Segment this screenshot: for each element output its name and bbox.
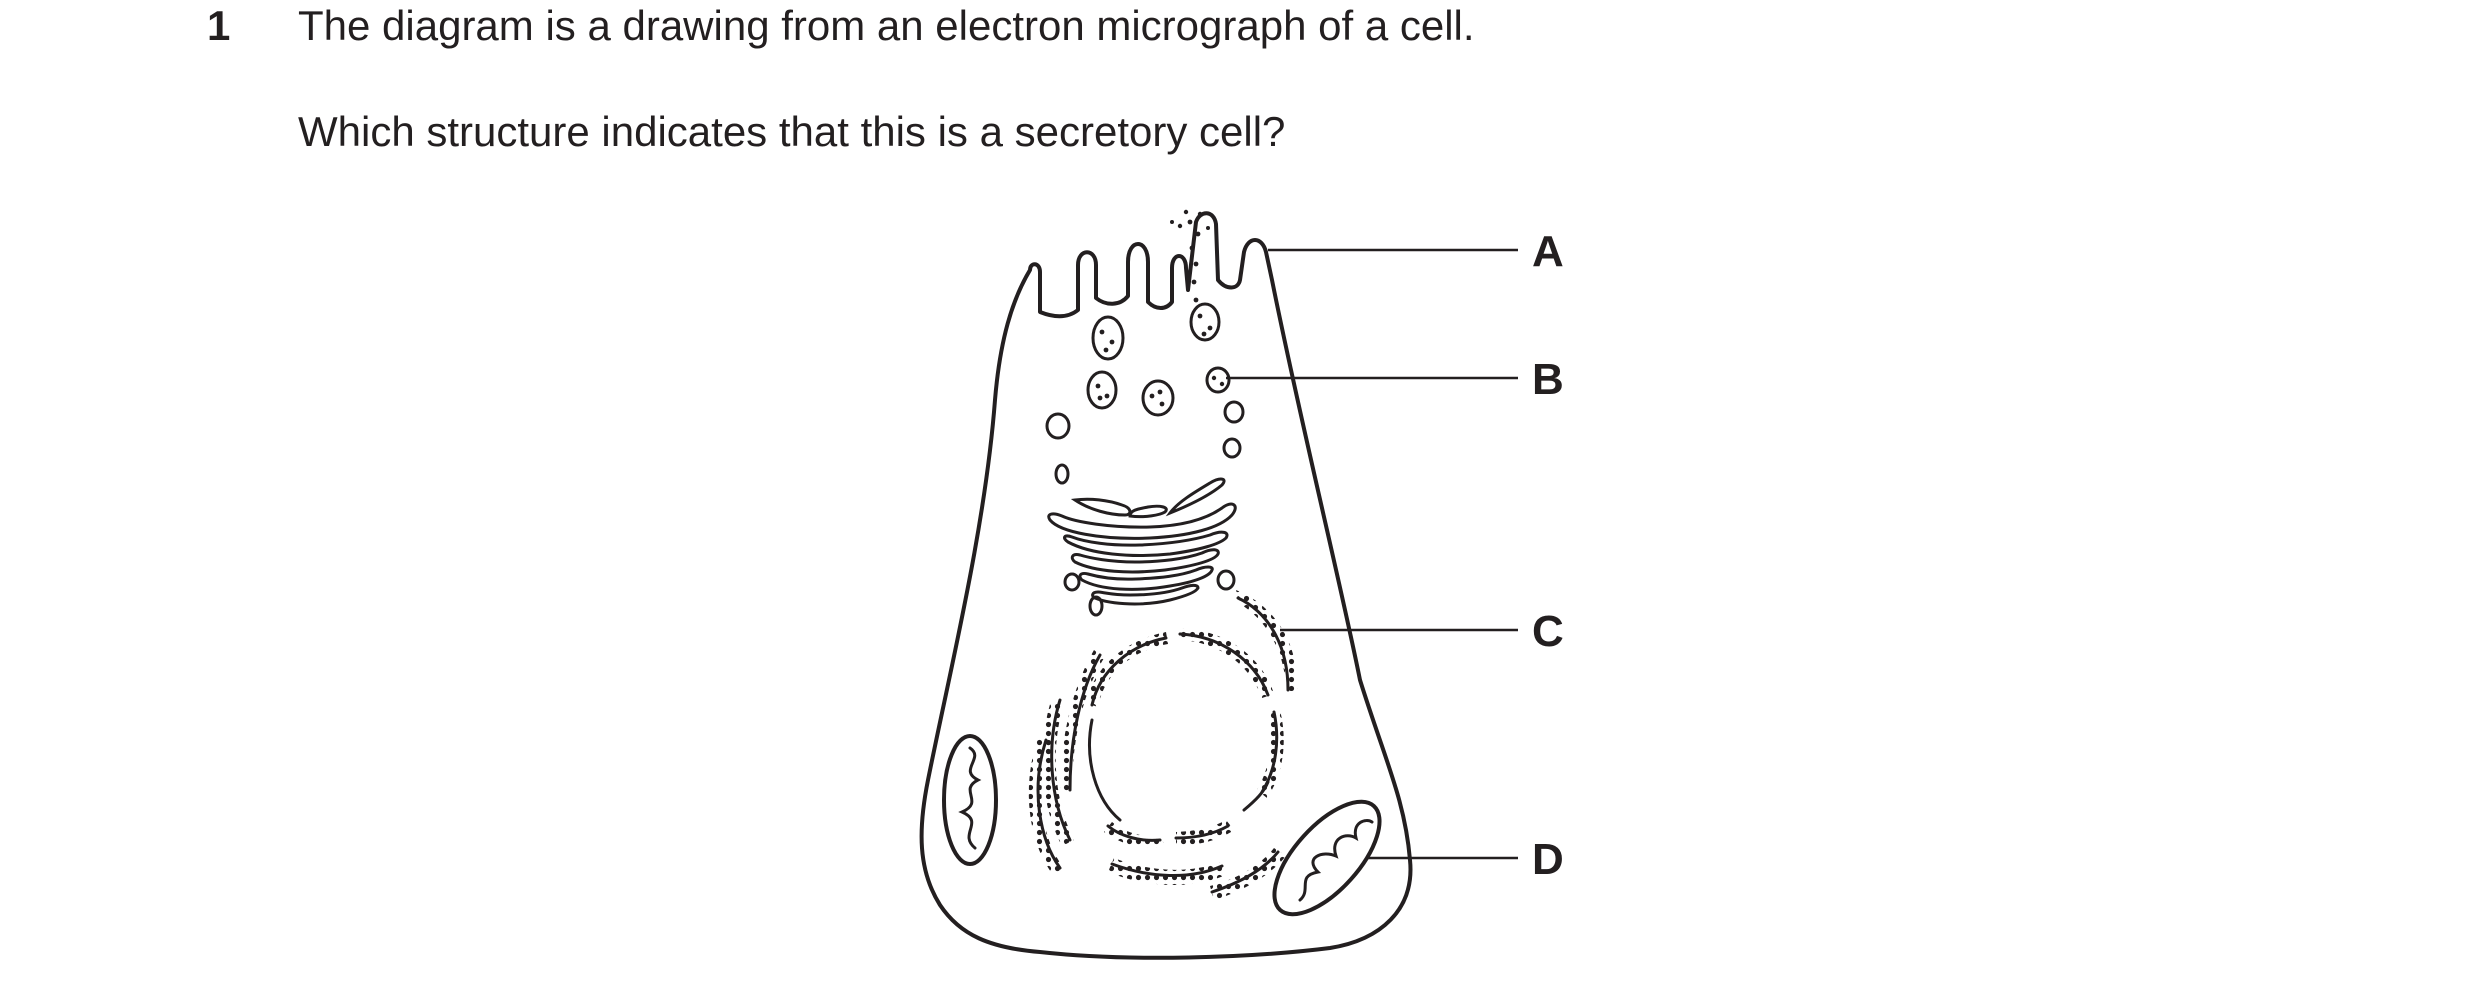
question-stem: The diagram is a drawing from an electro… — [298, 2, 1475, 49]
rough-endoplasmic-reticulum — [1028, 590, 1298, 900]
golgi-apparatus — [1047, 477, 1237, 606]
question-number: 1 — [207, 2, 231, 49]
label-d: D — [1532, 835, 1564, 884]
nucleus — [1086, 628, 1284, 848]
secretory-vesicles — [1045, 315, 1245, 617]
label-c: C — [1532, 607, 1564, 656]
question-prompt: Which structure indicates that this is a… — [298, 108, 1286, 155]
label-b: B — [1532, 355, 1564, 404]
secretory-vesicle-exocytosis — [1170, 209, 1221, 342]
cell-membrane — [919, 211, 1413, 960]
mitochondrion-right — [1272, 799, 1382, 917]
mitochondrion-left — [942, 734, 998, 866]
label-a: A — [1532, 227, 1564, 276]
